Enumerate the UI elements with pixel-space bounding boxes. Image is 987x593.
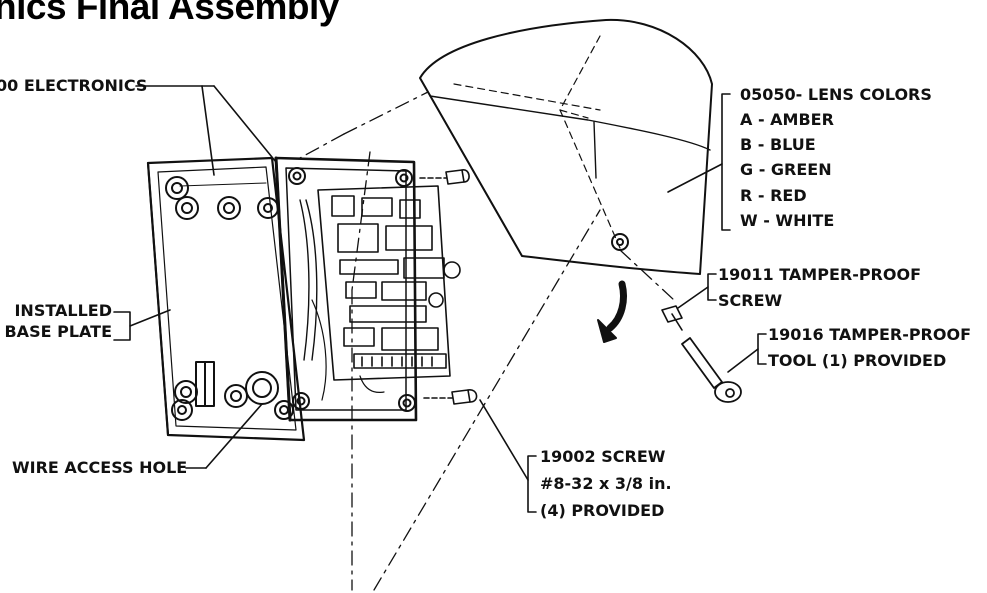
electronics-frame <box>274 156 418 422</box>
frame-screw-bottom <box>423 389 478 405</box>
label-electronics: 00 ELECTRONICS <box>0 76 148 95</box>
tamper-proof-screw <box>661 305 683 331</box>
label-tamper-screw-line2: SCREW <box>718 291 783 310</box>
frame-screw-top <box>419 169 470 185</box>
lens-color-item: R - RED <box>740 186 807 205</box>
page-title: hics Final Assembly <box>0 0 339 27</box>
label-tamper-tool-line2: TOOL (1) PROVIDED <box>768 351 947 370</box>
assembly-guide-lines <box>299 91 675 591</box>
label-wire-access-hole: WIRE ACCESS HOLE <box>12 458 188 477</box>
circuit-board <box>299 185 461 401</box>
lens-cover <box>419 18 713 275</box>
rotation-arrow <box>597 280 627 343</box>
lens-color-item: B - BLUE <box>740 135 816 154</box>
lens-color-item: A - AMBER <box>740 110 834 129</box>
label-tamper-tool-line1: 19016 TAMPER-PROOF <box>768 325 972 344</box>
label-screw-19002-line3: (4) PROVIDED <box>540 501 665 520</box>
label-screw-19002-line2: #8-32 x 3/8 in. <box>540 474 672 493</box>
label-base-plate-line1: INSTALLED <box>14 301 112 320</box>
label-lens-colors-title: 05050- LENS COLORS <box>740 85 932 104</box>
lens-color-item: W - WHITE <box>740 211 835 230</box>
leader-lines <box>113 85 767 513</box>
base-plate <box>146 156 306 442</box>
label-base-plate-line2: BASE PLATE <box>4 322 112 341</box>
lens-color-item: G - GREEN <box>740 160 832 179</box>
tamper-proof-tool <box>681 337 742 403</box>
label-screw-19002-line1: 19002 SCREW <box>540 447 666 466</box>
label-tamper-screw-line1: 19011 TAMPER-PROOF <box>718 265 922 284</box>
